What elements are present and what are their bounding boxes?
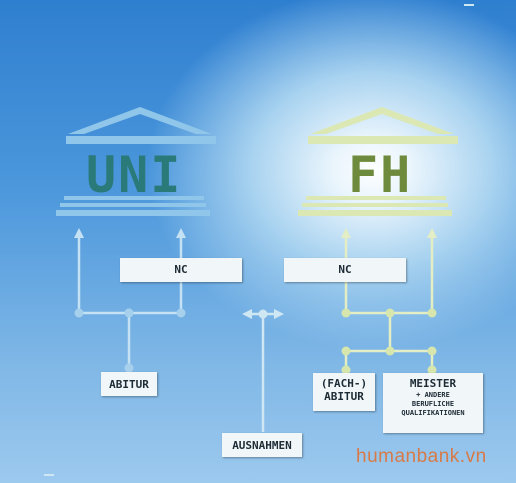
fh-junctions [341,308,437,375]
fach-abitur-line2: ABITUR [324,390,364,403]
uni-connectors [77,236,183,370]
watermark-text: humanbank.vn [356,446,487,467]
fh-arrow-left-icon [341,228,351,238]
meister-sub-1: + ANDERE [416,391,450,399]
uni-step-2 [60,203,206,207]
center-arrow-right-icon [274,309,284,319]
meister-title: MEISTER [409,377,457,390]
fh-arrowheads [341,228,437,238]
center-arrow-left-icon [242,309,252,319]
uni-junctions [74,308,186,373]
meister-box: MEISTER + ANDERE BERUFLICHE QUALIFIKATIO… [383,373,483,433]
fh-roof [310,107,454,134]
center-connectors [250,312,276,432]
ausnahmen-box: AUSNAHMEN [222,433,302,457]
uni-step-1 [64,196,204,200]
fh-title: FH [348,146,413,204]
fach-abitur-box: (FACH-) ABITUR [313,373,375,411]
fh-step-3 [298,210,452,216]
uni-arrow-right-icon [176,228,186,238]
fach-abitur-line1: (FACH-) [320,377,368,390]
decor-dash-bottom [44,474,54,476]
uni-arrow-left-icon [74,228,84,238]
fh-arrow-right-icon [427,228,437,238]
center-arrowheads [242,309,284,319]
fh-building-icon [298,107,458,216]
uni-title: UNI [86,146,183,204]
abitur-box: ABITUR [101,372,157,396]
decor-dash-top [464,4,474,6]
uni-roof [68,107,212,134]
nc-fh-box: NC [284,258,406,282]
meister-sub-2: BERUFLICHE [411,400,455,408]
nc-uni-box: NC [120,258,242,282]
uni-arrowheads [74,228,186,238]
uni-building-icon [56,107,216,216]
fh-entablature [308,136,458,144]
uni-step-3 [56,210,210,216]
fh-step-1 [306,196,446,200]
fh-step-2 [302,203,448,207]
uni-entablature [66,136,216,144]
meister-sub-3: QUALIFIKATIONEN [401,409,465,417]
